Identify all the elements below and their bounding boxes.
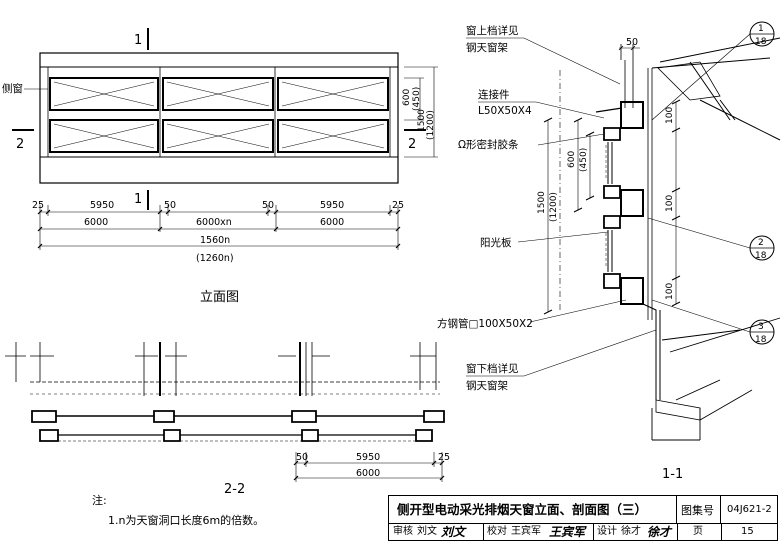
- dim-1200-1-1: (1200): [549, 192, 559, 222]
- detail-mark-2-sheet: 18: [755, 251, 767, 261]
- dim-6000-right: 6000: [320, 217, 344, 228]
- dim-5950-right: 5950: [320, 200, 344, 211]
- detail-mark-1-sheet: 18: [755, 37, 767, 47]
- design-signature: 徐才: [647, 525, 672, 539]
- dim-450-1-1: (450): [579, 148, 589, 172]
- section-1-1-view: 50 600 (450) 1500 (1200) 100 100 100 窗上档…: [437, 21, 781, 482]
- page-number: 15: [741, 526, 754, 537]
- elevation-caption: 立面图: [200, 290, 239, 305]
- dim-600-1-1: 600: [567, 151, 577, 168]
- connector-spec: L50X50X4: [478, 105, 532, 117]
- review-signature: 刘文: [441, 525, 466, 539]
- section-mark-2-left: 2: [16, 137, 24, 152]
- check-label: 校对: [487, 526, 507, 537]
- section-mark-2-right: 2: [408, 137, 416, 152]
- section-1-1-dims: 50 600 (450) 1500 (1200) 100 100 100: [537, 37, 681, 315]
- detail-mark-1-num: 1: [758, 24, 764, 34]
- section-mark-1-bottom: 1: [134, 192, 142, 207]
- review-label: 审核: [393, 526, 413, 537]
- elevation-right-dims: 600 (450) 1500 (1200): [402, 66, 438, 158]
- dim-5950-2-2: 5950: [356, 452, 380, 463]
- dim-6000-2-2: 6000: [356, 468, 380, 479]
- detail-mark-3-sheet: 18: [755, 335, 767, 345]
- dim-6000xn: 6000xn: [196, 217, 232, 228]
- connector-label: 连接件: [478, 88, 510, 101]
- dim-600: 600: [402, 89, 412, 106]
- elevation-panels: [49, 77, 389, 153]
- dim-50-right: 50: [262, 200, 274, 211]
- dim-100-b: 100: [665, 195, 675, 212]
- callout-bottom-line1: 窗下档详见: [466, 362, 519, 375]
- review-name: 刘文: [417, 526, 437, 537]
- dim-6000-left: 6000: [84, 217, 108, 228]
- dim-1560n: 1560n: [200, 235, 230, 246]
- notes-heading: 注:: [92, 493, 107, 507]
- elevation-bottom-dims: 25 5950 50 50 5950 25 6000 6000xn 6000 1…: [32, 200, 404, 264]
- section-2-2-view: 50 5950 25 6000 2-2: [5, 342, 450, 497]
- dim-50-left: 50: [164, 200, 176, 211]
- elevation-view: 1 1 2 2 侧窗 600 (450) 1500 (1200): [2, 28, 438, 305]
- callout-top-line1: 窗上档详见: [466, 24, 519, 37]
- atlas-number: 04J621-2: [727, 504, 772, 515]
- detail-mark-1: 1 18: [651, 21, 775, 121]
- section-mark-1-top: 1: [134, 33, 142, 48]
- sheet-title: 侧开型电动采光排烟天窗立面、剖面图（三）: [397, 502, 648, 517]
- dim-100-a: 100: [665, 107, 675, 124]
- section-2-2-caption: 2-2: [224, 482, 245, 497]
- dim-5950-left: 5950: [90, 200, 114, 211]
- dim-1200: (1200): [426, 110, 436, 140]
- callout-top-line2: 钢天窗架: [466, 41, 508, 54]
- dim-25-right: 25: [392, 200, 404, 211]
- dim-1500: 1500: [417, 109, 427, 132]
- dim-450: (450): [412, 87, 422, 111]
- dim-1500-1-1: 1500: [537, 191, 547, 214]
- detail-mark-3: 3 18: [651, 299, 775, 345]
- dim-25-left: 25: [32, 200, 44, 211]
- dim-50-1-1: 50: [626, 37, 638, 48]
- callout-bottom-line2: 钢天窗架: [466, 379, 508, 392]
- check-signature: 王宾军: [549, 525, 586, 539]
- sunboard-label: 阳光板: [480, 236, 512, 249]
- dim-100-c: 100: [665, 283, 675, 300]
- design-label: 设计: [597, 526, 617, 537]
- notes: 注: 1.n为天窗洞口长度6m的倍数。: [92, 493, 264, 527]
- side-window-label: 侧窗: [2, 82, 23, 95]
- note-1: 1.n为天窗洞口长度6m的倍数。: [108, 513, 264, 527]
- title-block: 侧开型电动采光排烟天窗立面、剖面图（三） 图集号 04J621-2 审核 刘文 …: [388, 495, 778, 541]
- detail-mark-2: 2 18: [647, 217, 775, 261]
- design-name: 徐才: [621, 526, 641, 537]
- page-label: 页: [693, 526, 703, 537]
- section-1-1-caption: 1-1: [662, 467, 683, 482]
- detail-mark-3-num: 3: [758, 322, 764, 332]
- dim-50-2-2: 50: [296, 452, 308, 463]
- detail-mark-2-num: 2: [758, 238, 764, 248]
- tube-label: 方钢管□100X50X2: [437, 317, 533, 330]
- section-1-1-callouts: 窗上档详见 钢天窗架 连接件 L50X50X4 Ω形密封胶条 阳光板 方钢管□1…: [437, 24, 657, 392]
- check-name: 王宾军: [511, 526, 541, 537]
- dim-25-2-2: 25: [438, 452, 450, 463]
- dim-1260n: (1260n): [196, 253, 234, 264]
- atlas-label: 图集号: [681, 504, 714, 517]
- seal-label: Ω形密封胶条: [458, 138, 519, 151]
